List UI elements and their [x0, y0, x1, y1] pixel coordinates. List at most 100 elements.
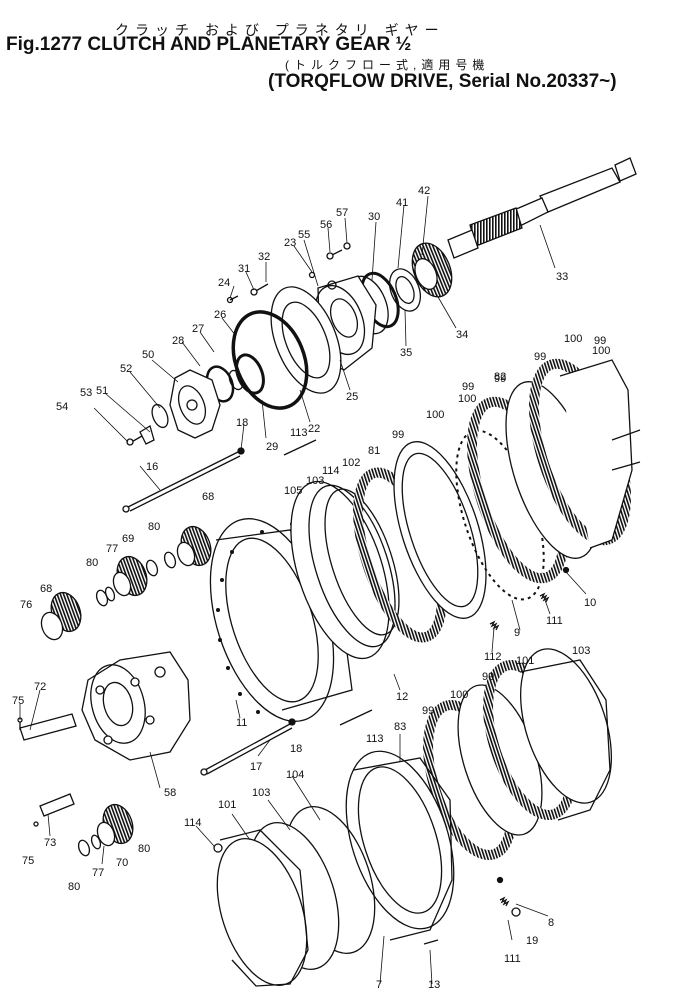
callout-103: 103: [572, 645, 590, 657]
callout-72: 72: [34, 681, 46, 693]
lower-piston-7-83: [345, 750, 455, 941]
output-shaft: [447, 157, 637, 259]
callout-80: 80: [138, 843, 150, 855]
small-bolts-upper: [226, 242, 351, 304]
callout-100: 100: [458, 393, 476, 405]
callout-73: 73: [44, 837, 56, 849]
tie-rod-16: [122, 447, 245, 513]
callout-30: 30: [368, 211, 380, 223]
callout-24: 24: [218, 277, 230, 289]
callout-99: 99: [392, 429, 404, 441]
callout-53: 53: [80, 387, 92, 399]
callout-25: 25: [346, 391, 358, 403]
callout-9: 9: [514, 627, 520, 639]
callout-100: 100: [426, 409, 444, 421]
callout-99: 99: [482, 671, 494, 683]
callout-52: 52: [120, 363, 132, 375]
callout-80: 80: [86, 557, 98, 569]
callout-23: 23: [284, 237, 296, 249]
callout-68: 68: [202, 491, 214, 503]
callout-29: 29: [266, 441, 278, 453]
kana-subtitle: (トルクフロー式,適用号機: [285, 58, 490, 72]
callout-69: 69: [122, 533, 134, 545]
leader-lines: [19, 195, 587, 985]
clutch-discs-99-100-upper: [353, 358, 641, 643]
callout-81: 81: [368, 445, 380, 457]
callout-10: 10: [584, 597, 596, 609]
callout-113: 113: [290, 427, 308, 439]
kana-title: クラッチ および プラネタリ ギヤー: [115, 22, 445, 38]
carrier-58: [81, 651, 191, 761]
callout-100: 100: [592, 345, 610, 357]
callout-103: 103: [306, 475, 324, 487]
callout-77: 77: [92, 867, 104, 879]
callout-101: 101: [218, 799, 236, 811]
callout-100: 100: [564, 333, 582, 345]
callout-105: 105: [284, 485, 302, 497]
callout-35: 35: [400, 347, 412, 359]
lower-fasteners: [213, 843, 521, 945]
planet-gears-68-69-70-76: [40, 525, 212, 847]
callout-12: 12: [396, 691, 408, 703]
callout-26: 26: [214, 309, 226, 321]
tie-rod-17: [200, 718, 296, 776]
callout-68: 68: [40, 583, 52, 595]
callout-18: 18: [236, 417, 248, 429]
callout-16: 16: [146, 461, 158, 473]
figure-title: Fig.1277 CLUTCH AND PLANETARY GEAR ½: [6, 34, 412, 55]
callout-101: 101: [516, 655, 534, 667]
callout-111: 111: [546, 615, 563, 627]
thrust-washers-77-80: [77, 551, 177, 857]
callout-99: 99: [422, 705, 434, 717]
dowels-113: [283, 439, 373, 726]
callout-28: 28: [172, 335, 184, 347]
callout-80: 80: [68, 881, 80, 893]
callout-103: 103: [252, 787, 270, 799]
callout-18: 18: [290, 743, 302, 755]
callout-13: 13: [428, 979, 440, 991]
piston-105-102: [290, 480, 400, 660]
callout-77: 77: [106, 543, 118, 555]
callout-82: 82: [494, 371, 506, 383]
callout-8: 8: [548, 917, 554, 929]
figure-subtitle: (TORQFLOW DRIVE, Serial No.20337~): [268, 71, 617, 92]
callout-34: 34: [456, 329, 468, 341]
callout-51: 51: [96, 385, 108, 397]
callout-57: 57: [336, 207, 348, 219]
callout-11: 11: [236, 717, 247, 729]
callout-80: 80: [148, 521, 160, 533]
callout-100: 100: [450, 689, 468, 701]
callout-7: 7: [376, 979, 382, 991]
callout-99: 99: [534, 351, 546, 363]
callout-56: 56: [320, 219, 332, 231]
piston-22: [270, 286, 342, 394]
callout-55: 55: [298, 229, 310, 241]
plate-51-52: [139, 403, 169, 445]
callout-112: 112: [484, 651, 502, 663]
callout-27: 27: [192, 323, 204, 335]
lower-clutch-discs: [423, 648, 613, 861]
callout-83: 83: [394, 721, 406, 733]
callout-99: 99: [594, 335, 606, 347]
bolt-54: [126, 435, 143, 446]
callout-75: 75: [12, 695, 24, 707]
hub-50: [169, 369, 221, 439]
callout-99: 99: [494, 373, 506, 385]
callout-41: 41: [396, 197, 408, 209]
callout-99: 99: [462, 381, 474, 393]
callout-70: 70: [116, 857, 128, 869]
callout-32: 32: [258, 251, 270, 263]
pins-73-75: [17, 717, 75, 827]
callout-58: 58: [164, 787, 176, 799]
callout-114: 114: [184, 817, 202, 829]
callout-113: 113: [366, 733, 384, 745]
callout-75: 75: [22, 855, 34, 867]
callout-76: 76: [20, 599, 32, 611]
shaft-72: [19, 713, 77, 741]
callout-111: 111: [504, 953, 521, 965]
callout-numbers: 3342413057565523323124343525262728505251…: [12, 185, 610, 991]
callout-33: 33: [556, 271, 568, 283]
gear-34: [411, 242, 453, 298]
callout-50: 50: [142, 349, 154, 361]
